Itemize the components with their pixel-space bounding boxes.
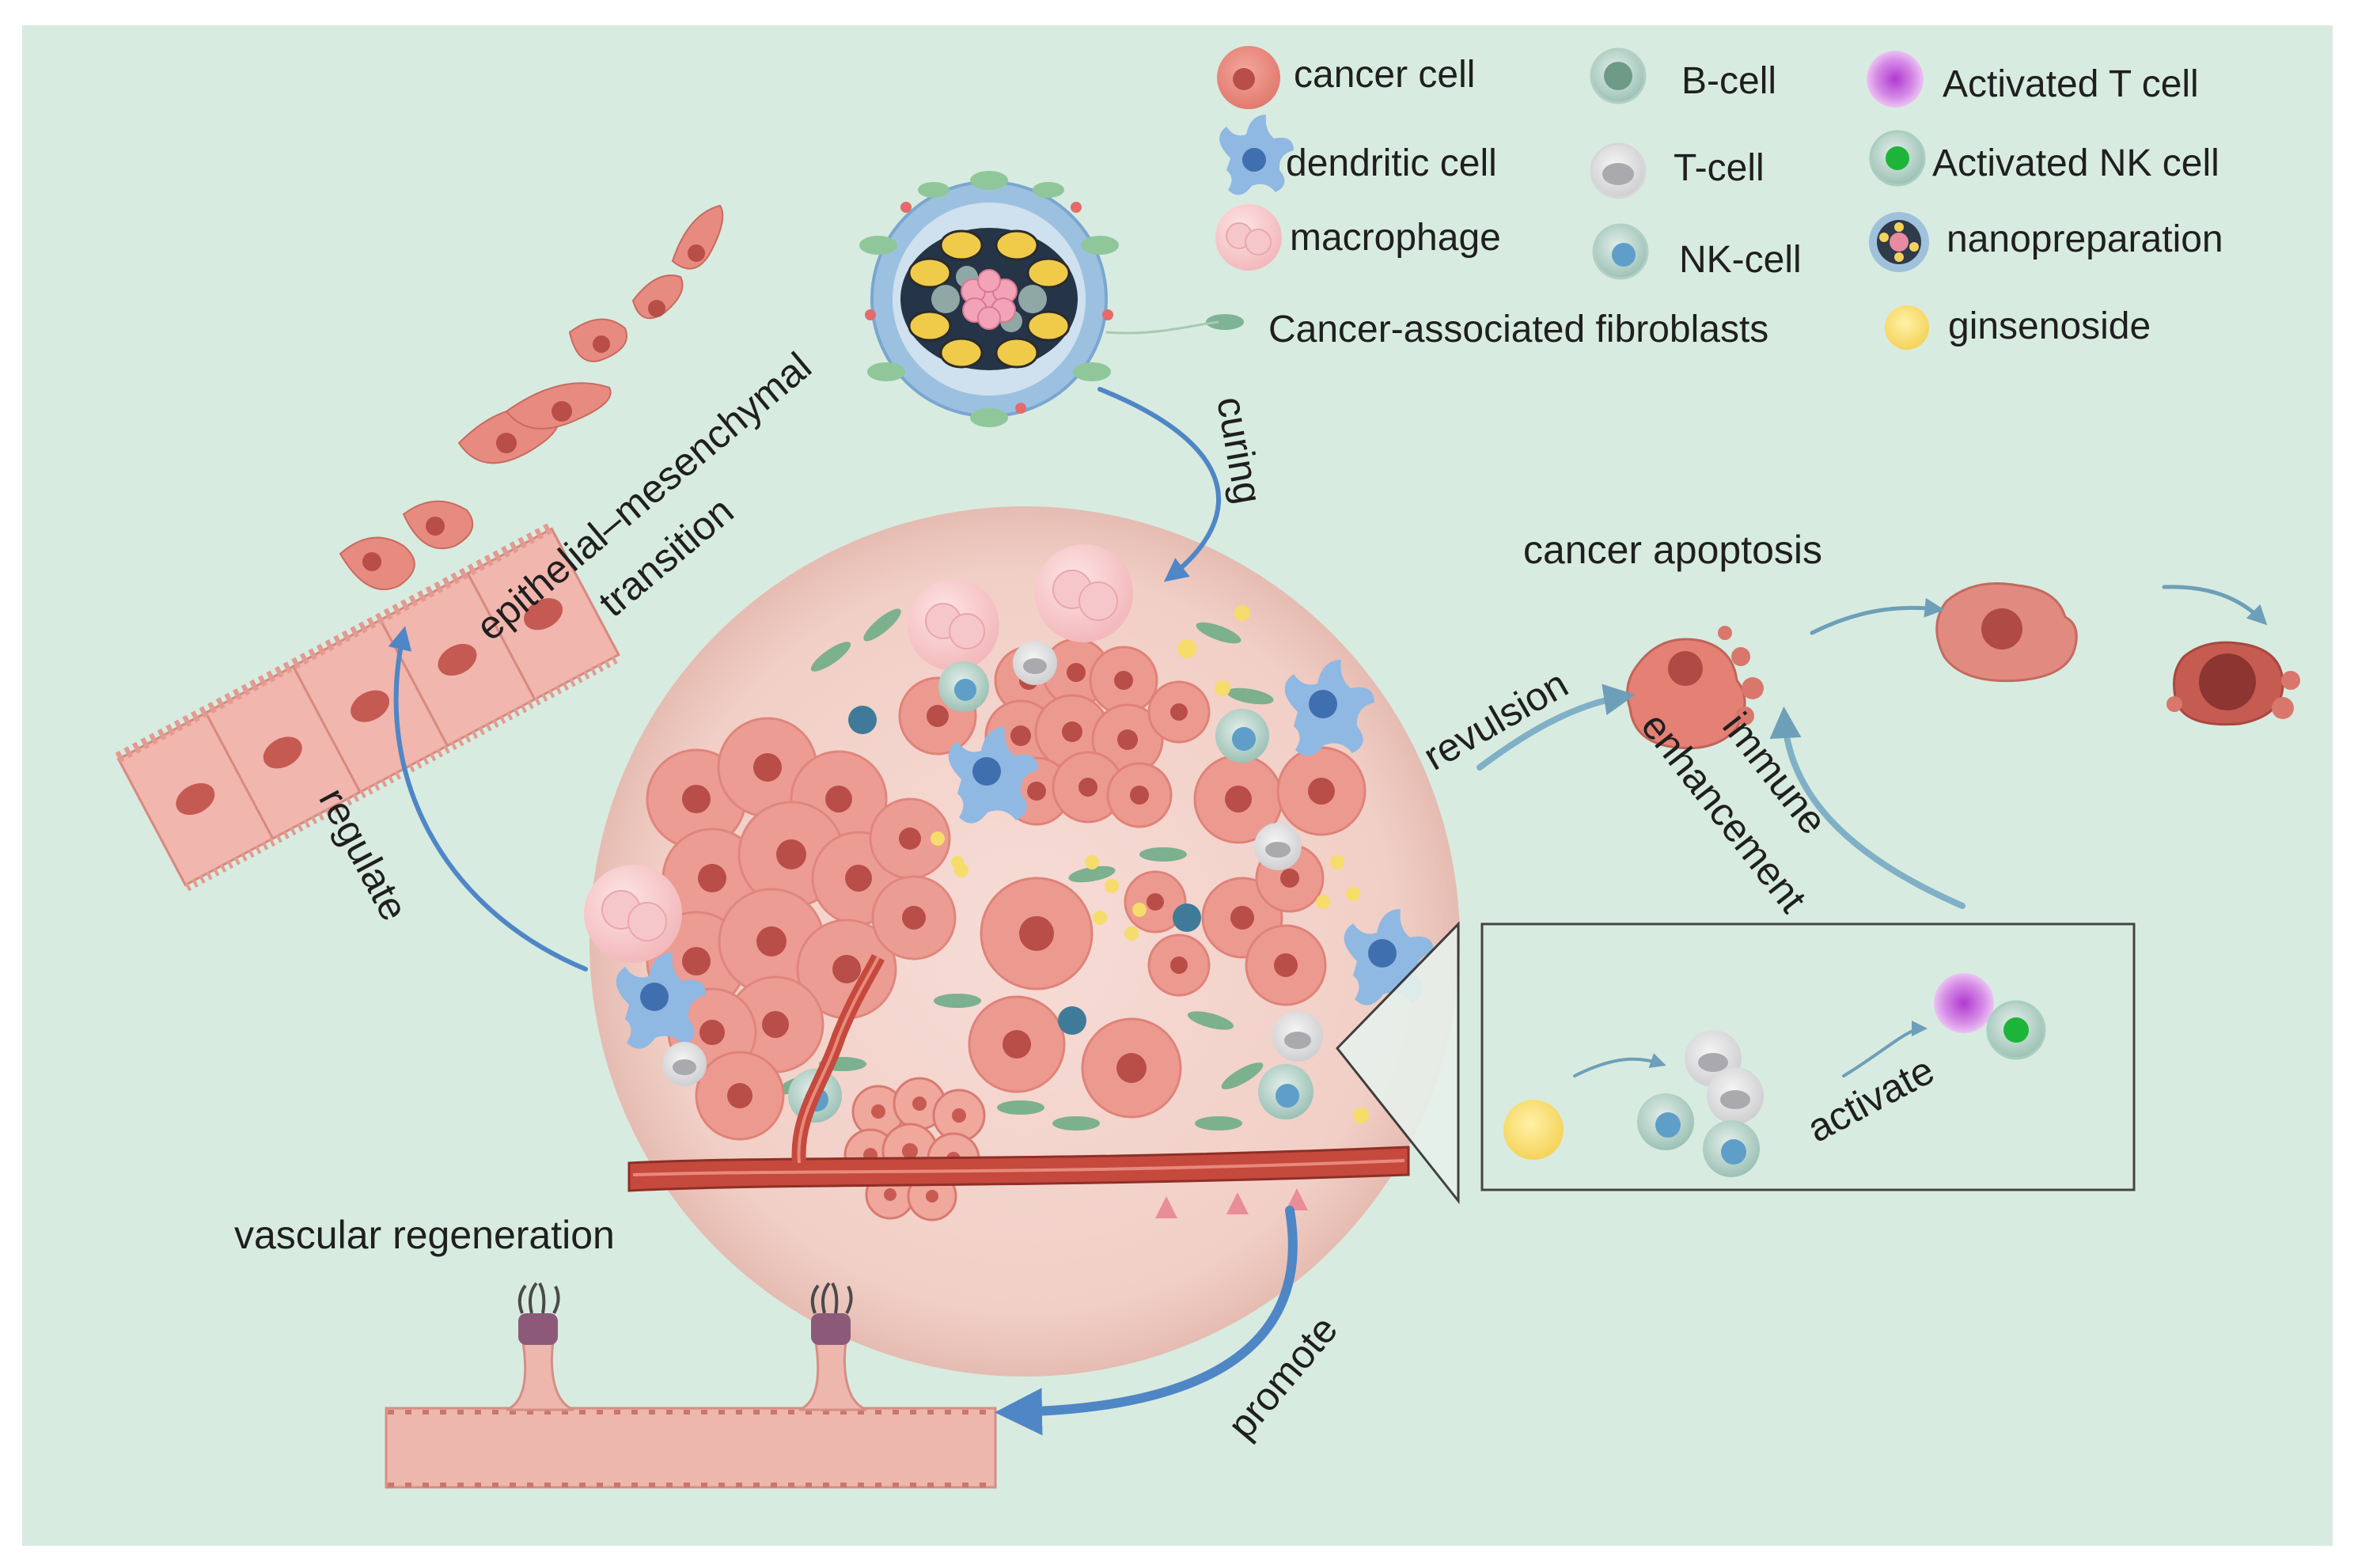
legend-label: macrophage bbox=[1290, 217, 1501, 259]
inset-arrow-2 bbox=[1842, 1021, 1928, 1078]
legend-caf: Cancer-associated fibroblasts bbox=[1206, 309, 1768, 350]
vascular-regeneration-vessel bbox=[385, 1282, 997, 1489]
ginsenoside-icon bbox=[1503, 1100, 1564, 1160]
cancer-cells-scattered bbox=[695, 746, 1367, 1141]
cancer-apoptosis-label: cancer apoptosis bbox=[1523, 528, 1822, 572]
ginsenoside-icon bbox=[1885, 305, 1929, 350]
legend-label: T-cell bbox=[1674, 147, 1765, 189]
emt-epithelium bbox=[115, 204, 724, 892]
legend-label: Activated T cell bbox=[1943, 63, 2199, 105]
revulsion-arrow bbox=[1476, 684, 1636, 771]
arrows bbox=[388, 387, 2268, 1436]
legend-label: Cancer-associated fibroblasts bbox=[1268, 309, 1768, 350]
legend-activated-t-cell: Activated T cell bbox=[1867, 51, 2199, 108]
blood-vessel bbox=[627, 953, 1410, 1218]
apoptotic-cell-3 bbox=[2166, 641, 2300, 726]
legend-ginsenoside: ginsenoside bbox=[1885, 305, 2151, 350]
apoptosis-arrow-2 bbox=[2162, 585, 2268, 626]
fibroblast-icon bbox=[1206, 314, 1244, 330]
naive-nk-cells bbox=[1637, 1093, 1760, 1177]
legend-nanopreparation: nanopreparation bbox=[1869, 212, 2223, 272]
inset-arrow-1 bbox=[1573, 1053, 1666, 1078]
legend-label: dendritic cell bbox=[1286, 142, 1497, 184]
apoptotic-cell-1 bbox=[1626, 626, 1764, 750]
legend: cancer cell dendritic cell macrophage B-… bbox=[1206, 46, 2223, 350]
legend-cancer-cell: cancer cell bbox=[1217, 46, 1475, 109]
ginsenoside-dots bbox=[931, 605, 1369, 1123]
legend-label: nanopreparation bbox=[1947, 218, 2223, 260]
legend-label: cancer cell bbox=[1294, 54, 1475, 96]
legend-nk-cell: NK-cell bbox=[1592, 223, 1802, 281]
legend-dendritic-cell: dendritic cell bbox=[1219, 115, 1497, 195]
legend-label: ginsenoside bbox=[1948, 305, 2151, 347]
legend-b-cell: B-cell bbox=[1590, 47, 1776, 104]
regulate-arrow bbox=[388, 626, 588, 971]
naive-t-cells bbox=[1685, 1030, 1764, 1124]
legend-label: Activated NK cell bbox=[1932, 142, 2219, 184]
nanopreparation-particle bbox=[859, 171, 1219, 427]
immune-arrow bbox=[1769, 706, 1965, 909]
legend-label: B-cell bbox=[1681, 60, 1776, 102]
legend-label: NK-cell bbox=[1679, 239, 1802, 281]
activation-inset bbox=[1336, 921, 2136, 1205]
apoptosis-arrow-1 bbox=[1810, 597, 1945, 635]
curing-arrow bbox=[1097, 387, 1221, 582]
legend-macrophage: macrophage bbox=[1215, 204, 1501, 271]
legend-activated-nk-cell: Activated NK cell bbox=[1869, 130, 2219, 187]
apoptosis-sequence bbox=[1626, 582, 2300, 750]
legend-t-cell: T-cell bbox=[1590, 142, 1765, 199]
apoptotic-cell-2 bbox=[1935, 582, 2078, 683]
vascular-regeneration-label: vascular regeneration bbox=[234, 1213, 615, 1257]
tumor-microenvironment bbox=[584, 506, 1460, 1377]
activated-cells bbox=[1934, 973, 2046, 1060]
promote-arrow bbox=[995, 1206, 1298, 1436]
macrophages bbox=[584, 544, 1133, 963]
activated-t-cell-icon bbox=[1867, 51, 1924, 108]
